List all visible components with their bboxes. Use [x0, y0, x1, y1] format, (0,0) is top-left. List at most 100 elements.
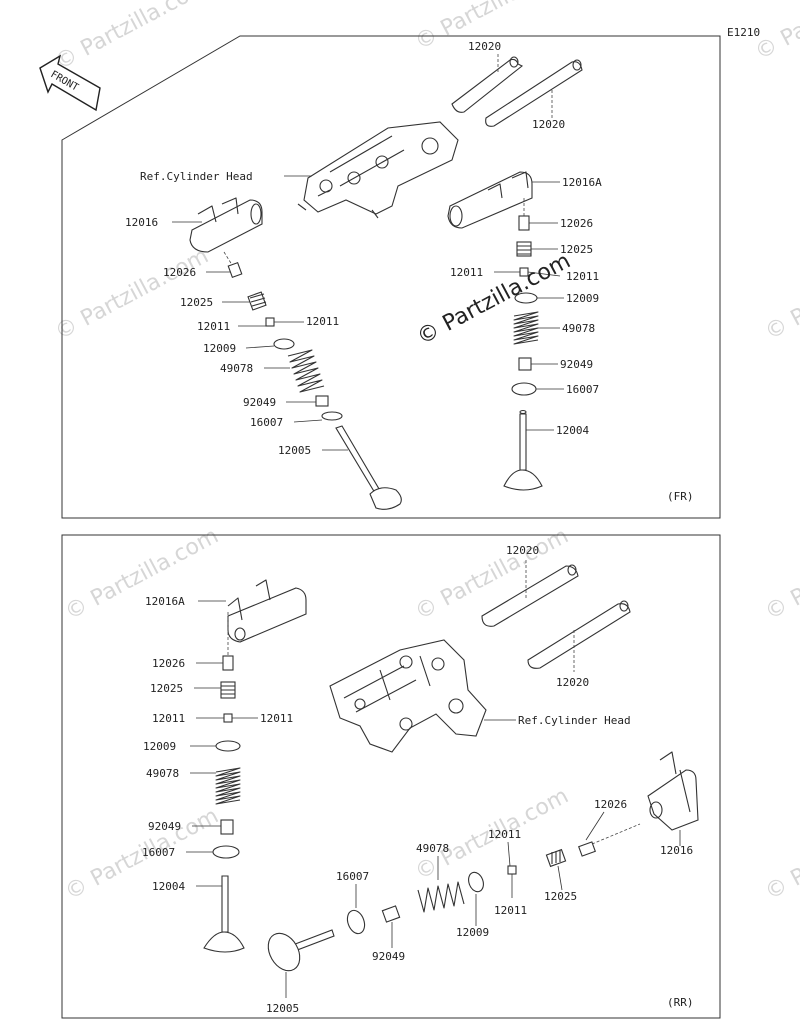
- cotter-left: [265, 317, 275, 327]
- rocker-arm-left: [189, 197, 263, 253]
- label-cotter-left-b: 12011: [306, 315, 339, 328]
- label-rocker-shaft-b: 12020: [532, 118, 565, 131]
- retainer-left: [247, 291, 267, 311]
- tappet-left: [227, 261, 243, 279]
- watermark-text: © Partzilla.com: [761, 804, 800, 906]
- tappet-left: [222, 655, 234, 671]
- label-valve-left: 12004: [152, 880, 185, 893]
- label-ref-cylinder-head: Ref.Cylinder Head: [518, 714, 631, 727]
- spring-seat-left: [273, 338, 295, 350]
- label-rocker-left: 12016A: [145, 595, 185, 608]
- panel-frame: [61, 35, 721, 519]
- label-retainer-right: 12025: [544, 890, 577, 903]
- washer-left: [321, 411, 343, 421]
- tappet-right: [578, 841, 596, 857]
- label-cotter-right-b: 12011: [494, 904, 527, 917]
- valve-left: [203, 875, 245, 953]
- panel-rear-cylinder: (RR) 12020 12020 Ref.Cylinder Head: [61, 534, 721, 1019]
- washer-right: [511, 382, 537, 396]
- stem-seal-right: [518, 357, 532, 371]
- label-rocker-left: 12016: [125, 216, 158, 229]
- washer-left: [212, 845, 240, 859]
- cotter-left: [223, 713, 233, 723]
- watermark-text: © Partzilla.com: [761, 244, 800, 346]
- label-tappet-right: 12026: [560, 217, 593, 230]
- valve-spring-left: [287, 349, 325, 393]
- section-tag: (FR): [667, 490, 694, 503]
- label-washer-left: 16007: [250, 416, 283, 429]
- stem-seal-right: [381, 905, 401, 923]
- label-ref-cylinder-head: Ref.Cylinder Head: [140, 170, 253, 183]
- watermark-center: © Partzilla.com: [413, 249, 575, 351]
- rocker-arm-right: [647, 751, 699, 831]
- label-tappet-left: 12026: [152, 657, 185, 670]
- valve-right: [267, 929, 335, 972]
- watermark-text: © Partzilla.com: [51, 0, 213, 75]
- label-washer-left: 16007: [142, 846, 175, 859]
- valve-spring-right: [417, 881, 465, 913]
- rocker-shaft-a: [481, 564, 579, 627]
- retainer-right: [516, 241, 532, 257]
- label-rocker-right: 12016A: [562, 176, 602, 189]
- watermark-text: © Partzilla.com: [61, 524, 223, 626]
- label-retainer-left: 12025: [150, 682, 183, 695]
- diagram-code: E1210: [727, 26, 760, 39]
- watermark-text: © Partzilla.com: [761, 524, 800, 626]
- label-valve-left: 12005: [278, 444, 311, 457]
- rocker-arm-left: [227, 579, 307, 643]
- section-tag: (RR): [667, 996, 694, 1009]
- tappet-right: [518, 215, 530, 231]
- label-cotter-right-a: 12011: [488, 828, 521, 841]
- label-rocker-right: 12016: [660, 844, 693, 857]
- label-cotter-left-a: 12011: [197, 320, 230, 333]
- label-washer-right: 16007: [566, 383, 599, 396]
- label-seat-right: 12009: [566, 292, 599, 305]
- stem-seal-left: [315, 395, 329, 407]
- rocker-shaft-b: [485, 59, 583, 127]
- label-cotter-right-b: 12011: [566, 270, 599, 283]
- rocker-shaft-b: [527, 600, 631, 669]
- label-seat-right: 12009: [456, 926, 489, 939]
- label-retainer-right: 12025: [560, 243, 593, 256]
- label-seal-left: 92049: [243, 396, 276, 409]
- spring-seat-right: [468, 871, 484, 893]
- stem-seal-left: [220, 819, 234, 835]
- label-spring-right: 49078: [562, 322, 595, 335]
- rocker-shaft-a: [451, 56, 524, 113]
- valve-right: [503, 409, 543, 491]
- panel-front-cylinder: (FR) 12020 12020 Ref.Cylinder Head: [61, 35, 721, 519]
- label-rocker-shaft-b: 12020: [556, 676, 589, 689]
- label-seal-right: 92049: [372, 950, 405, 963]
- label-valve-right: 12005: [266, 1002, 299, 1015]
- washer-right: [346, 909, 366, 935]
- spring-seat-left: [215, 740, 241, 752]
- rocker-arm-right: [447, 171, 533, 229]
- cotter-right: [507, 865, 517, 875]
- label-cotter-right-a: 12011: [450, 266, 483, 279]
- label-spring-left: 49078: [220, 362, 253, 375]
- cylinder-head-front: [297, 121, 459, 219]
- label-tappet-left: 12026: [163, 266, 196, 279]
- label-tappet-right: 12026: [594, 798, 627, 811]
- valve-spring-left: [215, 767, 241, 805]
- label-seat-left: 12009: [203, 342, 236, 355]
- label-retainer-left: 12025: [180, 296, 213, 309]
- label-spring-left: 49078: [146, 767, 179, 780]
- label-seal-left: 92049: [148, 820, 181, 833]
- label-spring-right: 49078: [416, 842, 449, 855]
- label-washer-right: 16007: [336, 870, 369, 883]
- label-seal-right: 92049: [560, 358, 593, 371]
- retainer-left: [220, 681, 236, 699]
- cylinder-head-rear: [329, 639, 487, 753]
- label-rocker-shaft-a: 12020: [506, 544, 539, 557]
- label-cotter-left-a: 12011: [152, 712, 185, 725]
- front-arrow-icon: FRONT: [39, 54, 101, 112]
- label-seat-left: 12009: [143, 740, 176, 753]
- label-cotter-left-b: 12011: [260, 712, 293, 725]
- valve-spring-right: [513, 311, 539, 345]
- retainer-right: [545, 848, 567, 868]
- label-valve-right: 12004: [556, 424, 589, 437]
- watermark-text: © Partzilla.com: [51, 244, 213, 346]
- label-rocker-shaft-a: 12020: [468, 40, 501, 53]
